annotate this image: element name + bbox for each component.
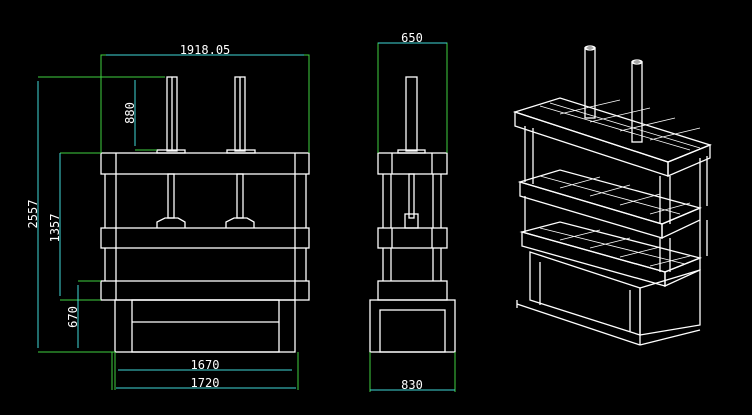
front-view: 1918.05 880 2557 1357 670 1670 1720 (26, 43, 310, 390)
dim-overall-width: 1918.05 (180, 43, 231, 57)
side-view: 650 830 (369, 31, 456, 392)
dim-cylinder-height: 880 (123, 102, 137, 124)
dim-top-width: 650 (401, 31, 423, 45)
dim-side-base-width: 830 (401, 378, 423, 392)
dim-base-inner-width: 1670 (191, 358, 220, 372)
dim-frame-height: 1357 (48, 214, 62, 243)
dim-base-outer-width: 1720 (191, 376, 220, 390)
dim-total-height: 2557 (26, 200, 40, 229)
isometric-view (512, 45, 712, 346)
dim-base-height: 670 (66, 306, 80, 328)
